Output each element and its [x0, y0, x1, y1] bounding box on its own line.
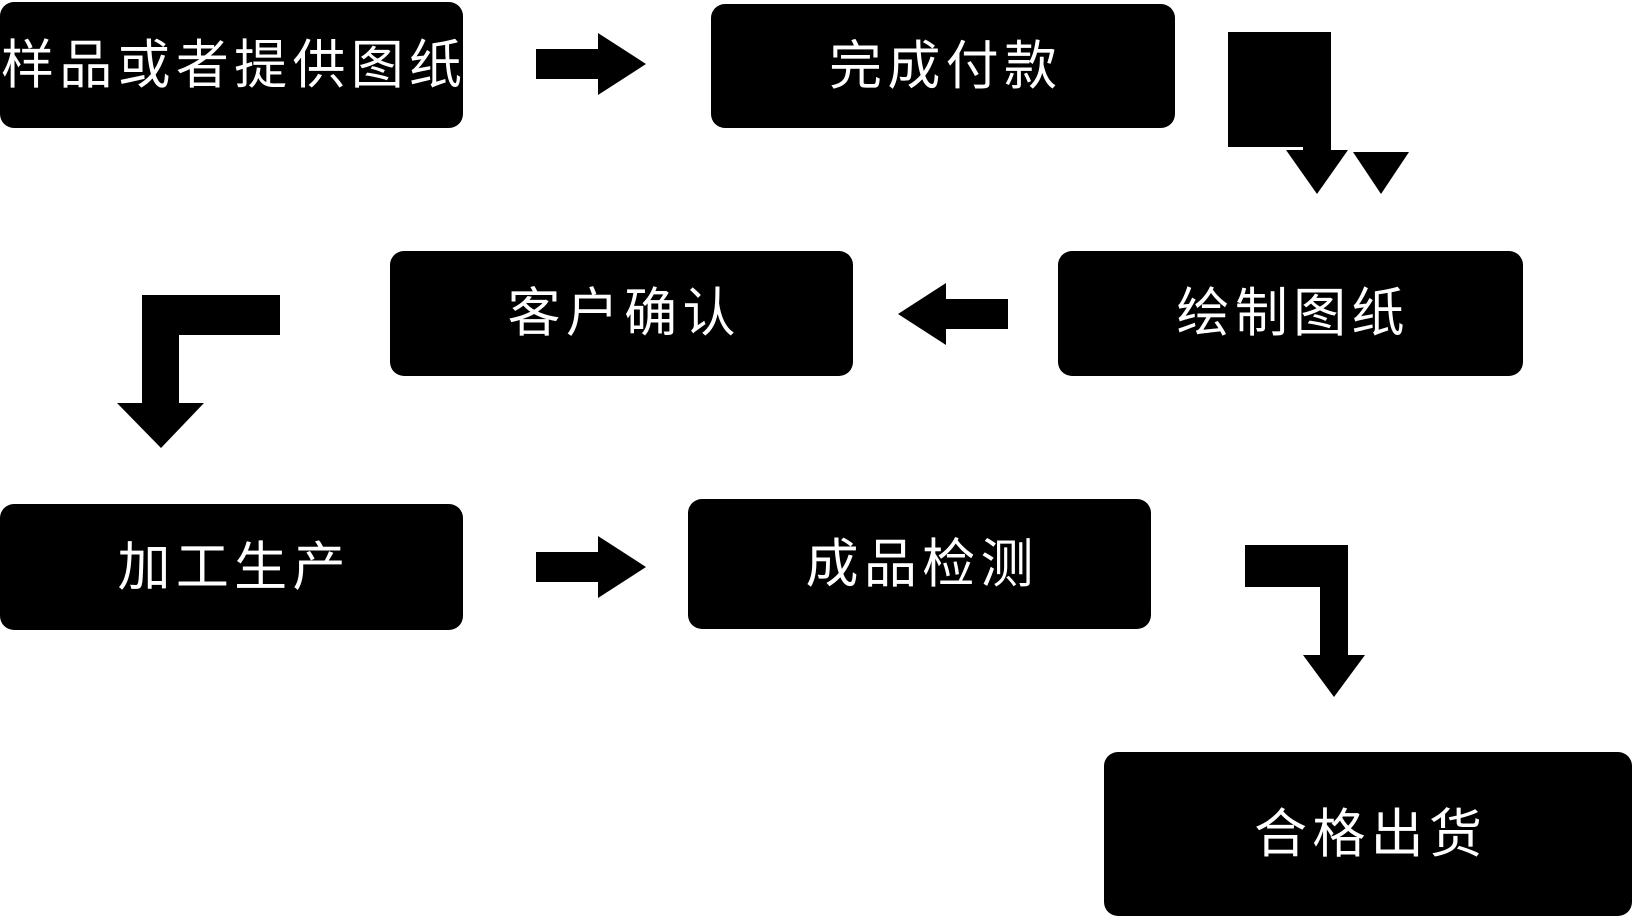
flow-node-qualified-shipment[interactable]: 合格出货 — [1104, 752, 1632, 916]
arrow-elbow-right-down-icon — [1245, 545, 1398, 697]
flow-node-label: 成品检测 — [805, 534, 1039, 594]
arrow-right-icon — [536, 536, 646, 598]
flow-node-product-inspection[interactable]: 成品检测 — [688, 499, 1151, 629]
flow-node-label: 绘制图纸 — [1176, 284, 1410, 343]
flow-node-sample-or-drawing[interactable]: 样品或者提供图纸 — [0, 2, 463, 128]
arrow-elbow-left-down-icon — [117, 295, 280, 448]
flow-node-customer-confirm[interactable]: 客户确认 — [390, 251, 853, 376]
flow-node-draw-drawing[interactable]: 绘制图纸 — [1058, 251, 1523, 376]
arrow-right-icon — [536, 33, 646, 95]
flow-node-processing-production[interactable]: 加工生产 — [0, 504, 463, 630]
flow-node-complete-payment[interactable]: 完成付款 — [711, 4, 1175, 128]
flow-node-label: 完成付款 — [829, 36, 1063, 96]
flow-node-label: 合格出货 — [1254, 804, 1488, 864]
arrow-left-icon — [898, 283, 1008, 345]
arrow-elbow-right-down-icon — [1228, 32, 1409, 194]
flow-node-label: 加工生产 — [117, 537, 351, 597]
flow-node-label: 客户确认 — [507, 284, 741, 343]
flow-node-label: 样品或者提供图纸 — [0, 35, 468, 95]
